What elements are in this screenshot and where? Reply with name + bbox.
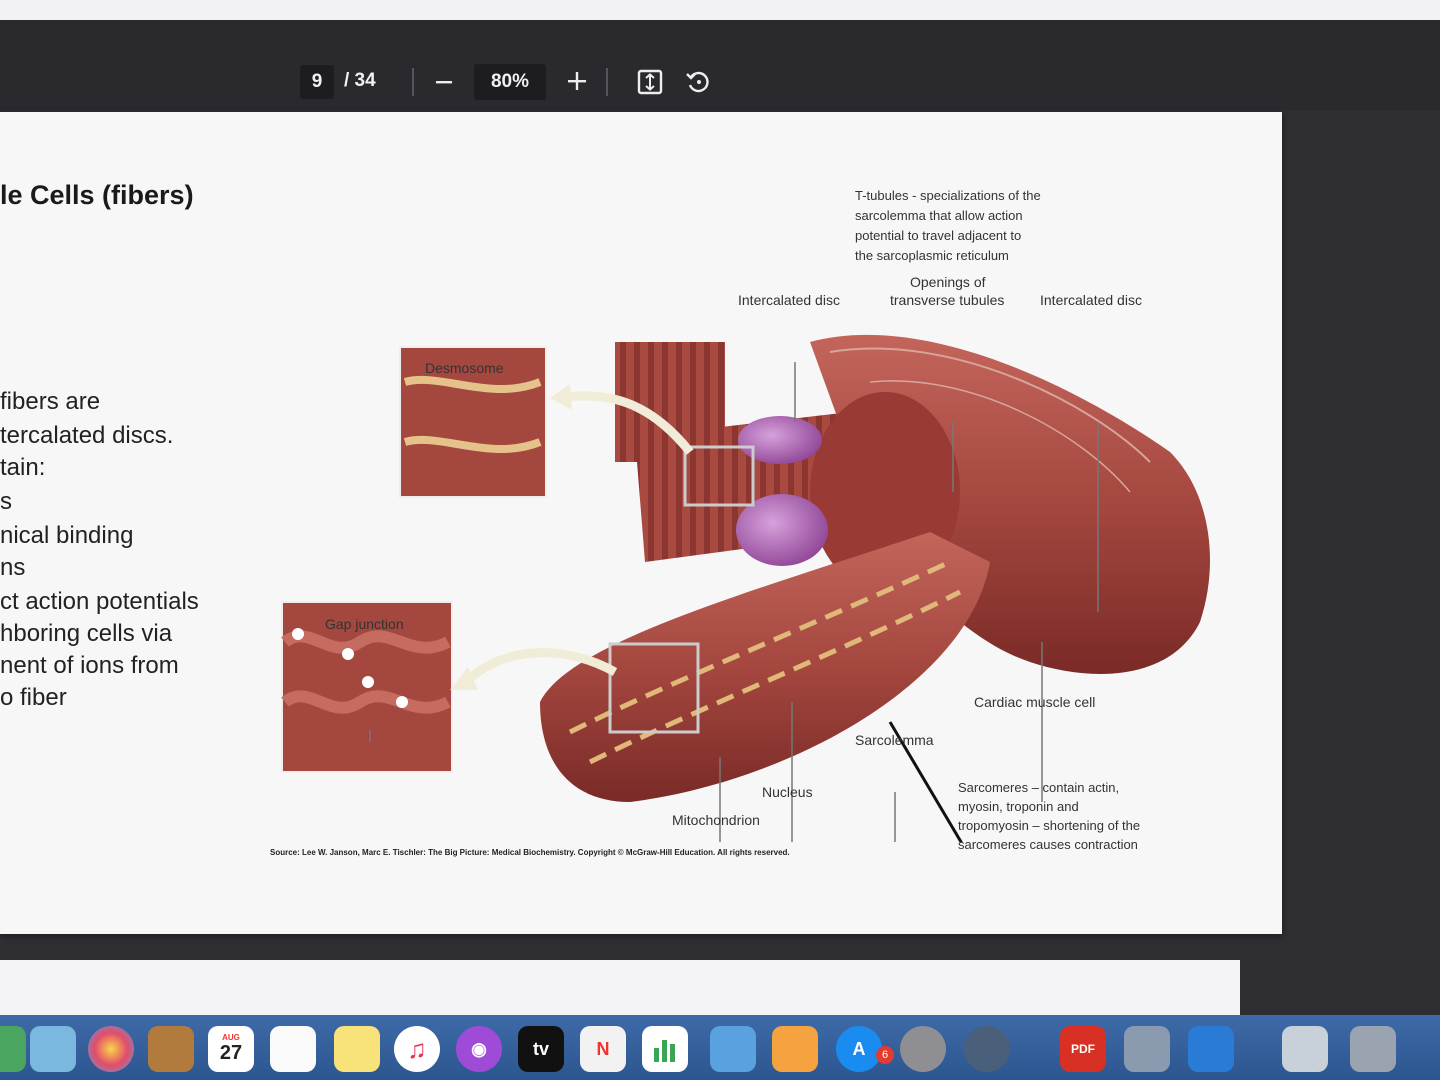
desmosome-inset — [399, 346, 547, 498]
documents-stack-icon[interactable] — [1282, 1026, 1328, 1072]
numbers-icon[interactable] — [642, 1026, 688, 1072]
app-store-icon[interactable]: A — [836, 1026, 882, 1072]
bar-chart-icon — [654, 1040, 675, 1062]
system-preferences-icon[interactable] — [900, 1026, 946, 1072]
trash-icon[interactable] — [1350, 1026, 1396, 1072]
minus-icon — [436, 81, 452, 84]
reminders-icon[interactable] — [270, 1026, 316, 1072]
nucleus-label: Nucleus — [762, 784, 813, 800]
acrobat-icon[interactable]: PDF — [1060, 1026, 1106, 1072]
finder-icon[interactable] — [964, 1026, 1010, 1072]
toolbar-divider — [606, 68, 608, 96]
cardiac-muscle-cell-label: Cardiac muscle cell — [974, 694, 1096, 710]
slide-title: le Cells (fibers) — [0, 180, 194, 210]
podcasts-icon[interactable]: ◉ — [456, 1026, 502, 1072]
body-line: ct action potentials — [0, 588, 199, 615]
messages-icon[interactable] — [0, 1026, 26, 1072]
intercalated-disc-label: Intercalated disc — [1040, 292, 1142, 308]
keynote-icon[interactable] — [710, 1026, 756, 1072]
body-line: fibers are — [0, 388, 101, 415]
news-icon[interactable]: N — [580, 1026, 626, 1072]
notes-icon[interactable] — [334, 1026, 380, 1072]
app-store-badge: 6 — [876, 1046, 894, 1064]
sarcomeres-annotation: Sarcomeres – contain actin, myosin, trop… — [958, 780, 1141, 852]
maps-icon[interactable] — [30, 1026, 76, 1072]
preview-icon[interactable] — [1124, 1026, 1170, 1072]
body-line: tercalated discs. — [0, 422, 174, 449]
rotate-icon — [686, 71, 709, 93]
body-line: s — [0, 488, 12, 515]
next-slide-page — [0, 960, 1240, 1020]
page-total-label: / 34 — [344, 70, 376, 91]
slide-page: le Cells (fibers) fibers are tercalated … — [0, 112, 1282, 934]
sarcolemma-label: Sarcolemma — [855, 732, 934, 748]
calendar-day: 27 — [219, 1042, 243, 1064]
plus-icon — [568, 72, 586, 90]
toolbar-divider — [412, 68, 414, 96]
contacts-icon[interactable] — [148, 1026, 194, 1072]
t-tubules-annotation: T-tubules - specializations of the sarco… — [855, 188, 1041, 263]
body-line: nical binding — [0, 522, 134, 549]
desmosome-label: Desmosome — [425, 360, 504, 376]
source-citation: Source: Lee W. Janson, Marc E. Tischler:… — [270, 848, 790, 857]
tv-label: tv — [532, 1038, 549, 1059]
openings-label-line1: Openings of — [910, 274, 986, 290]
fit-page-button[interactable] — [634, 66, 666, 98]
body-line: ns — [0, 554, 26, 581]
photos-icon[interactable] — [88, 1026, 134, 1072]
tv-icon[interactable]: tv — [518, 1026, 564, 1072]
calendar-month: AUG — [222, 1033, 240, 1042]
downloads-folder-icon[interactable] — [1188, 1026, 1234, 1072]
intercalated-disc-label: Intercalated disc — [738, 292, 840, 308]
body-line: tain: — [0, 454, 46, 481]
openings-label-line2: transverse tubules — [890, 292, 1005, 308]
nucleus-upper — [738, 416, 822, 464]
zoom-level-input[interactable]: 80% — [474, 64, 546, 100]
nucleus-lower — [736, 494, 828, 566]
music-icon[interactable]: ♫ — [394, 1026, 440, 1072]
mitochondrion-label: Mitochondrion — [672, 812, 760, 828]
zoom-in-button[interactable] — [562, 66, 592, 96]
body-line: nent of ions from — [0, 652, 179, 679]
fit-page-icon — [637, 69, 663, 95]
pages-icon[interactable] — [772, 1026, 818, 1072]
pdf-toolbar: 9 / 34 80% — [0, 20, 1440, 110]
rotate-button[interactable] — [682, 66, 714, 98]
calendar-icon[interactable]: AUG 27 — [208, 1026, 254, 1072]
zoom-out-button[interactable] — [430, 68, 458, 96]
cardiac-muscle-illustration — [281, 334, 1210, 842]
body-line: hboring cells via — [0, 620, 173, 647]
body-line: o fiber — [0, 684, 67, 711]
page-number-input[interactable]: 9 — [300, 65, 334, 99]
gap-junction-label: Gap junction — [325, 616, 404, 632]
